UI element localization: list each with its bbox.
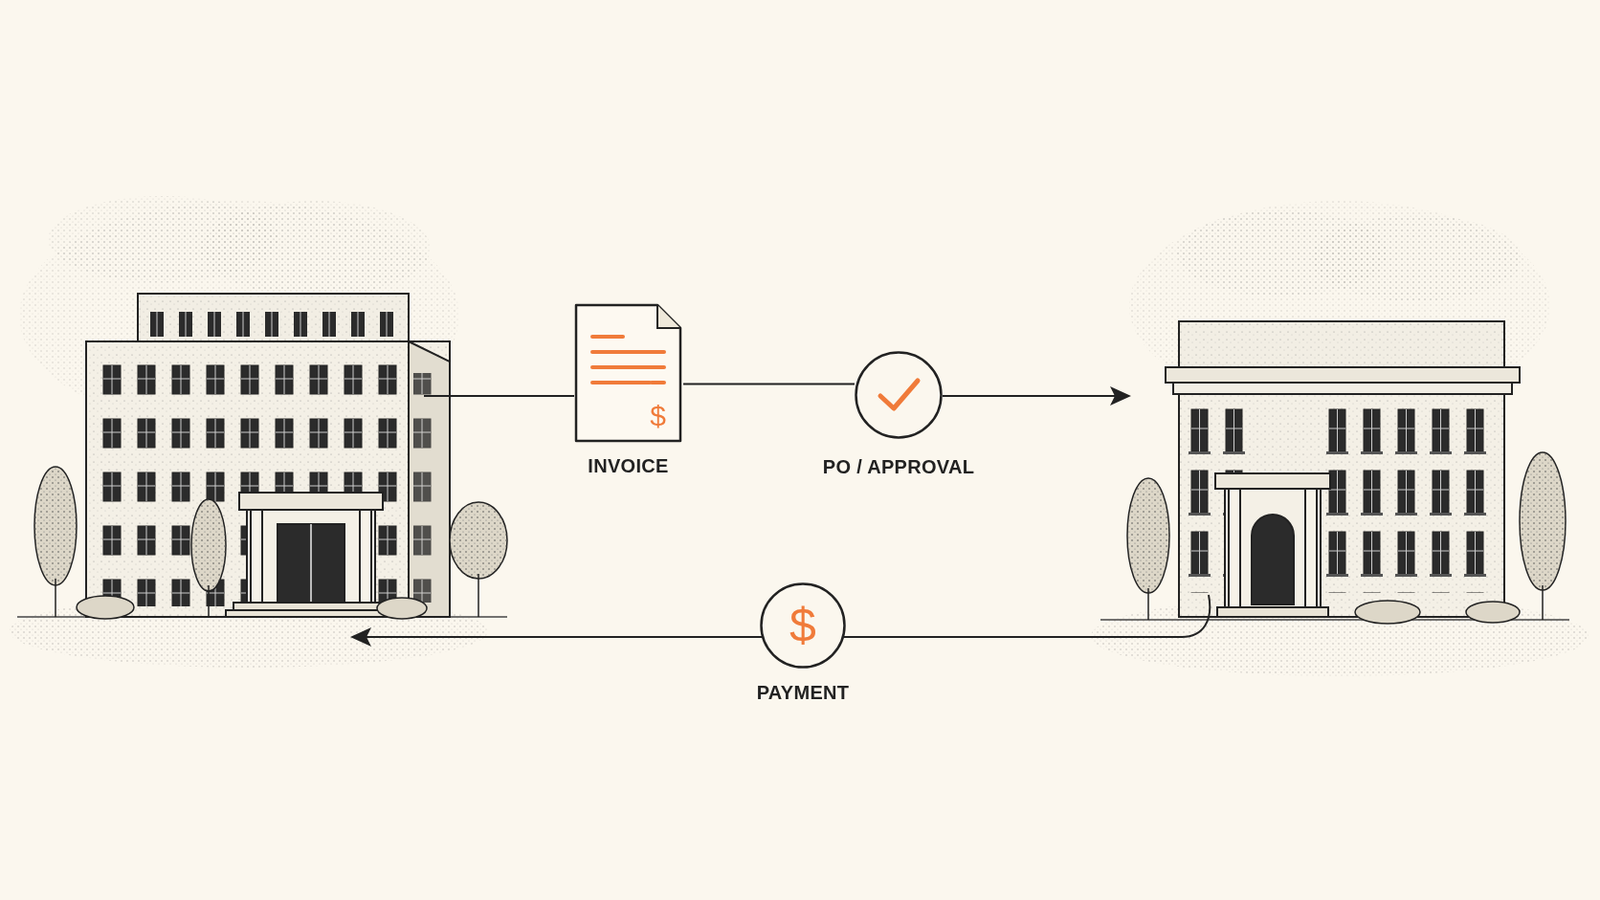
payment-circle: $PAYMENT xyxy=(759,582,846,669)
node-outline xyxy=(854,351,943,440)
node-outline xyxy=(573,302,684,445)
node-label: INVOICE xyxy=(587,455,668,478)
invoice-document: $INVOICE xyxy=(573,302,684,445)
dollar-sign: $ xyxy=(649,401,667,431)
approval-circle: PO / APPROVAL xyxy=(854,351,943,440)
dollar-sign: $ xyxy=(789,601,817,650)
flow-connector xyxy=(683,383,855,385)
node-label: PAYMENT xyxy=(756,682,850,705)
node-label: PO / APPROVAL xyxy=(822,456,975,479)
